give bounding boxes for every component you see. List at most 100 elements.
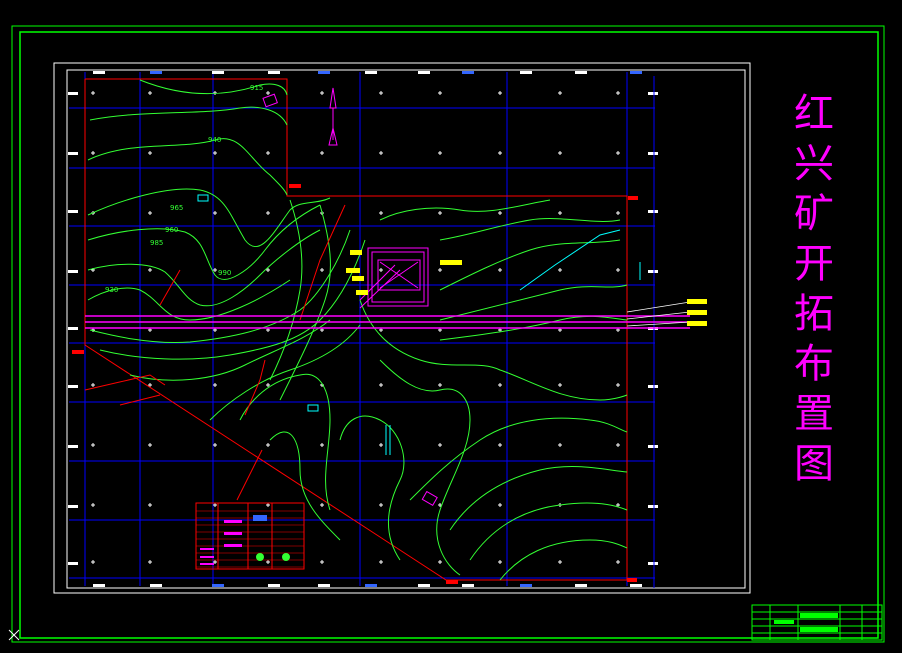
title-char: 兴 [794, 141, 834, 187]
grid-cross [379, 268, 383, 272]
frame-tick [212, 71, 224, 74]
frame-tick [418, 584, 430, 587]
frame-tick [648, 210, 658, 213]
grid-cross [320, 503, 324, 507]
frame-tick [150, 584, 162, 587]
frame-ticks [68, 71, 658, 587]
grid-cross [558, 268, 562, 272]
grid-cross [148, 91, 152, 95]
contour-label: 990 [218, 269, 231, 277]
grid-cross [148, 151, 152, 155]
north-arrow-icon [328, 87, 338, 146]
frame-tick [68, 92, 78, 95]
grid-cross [213, 560, 217, 564]
frame-tick [318, 584, 330, 587]
grid-cross [213, 211, 217, 215]
grid-cross [379, 560, 383, 564]
grid-cross [379, 151, 383, 155]
title-block [751, 604, 883, 641]
grid-crosses [91, 91, 620, 564]
frame-tick [648, 385, 658, 388]
contour-lines [87, 79, 628, 581]
contour-label: 940 [208, 136, 221, 144]
frame-tick [68, 385, 78, 388]
grid-cross [438, 560, 442, 564]
contour-label: 960 [165, 226, 178, 234]
contour-label: 915 [250, 84, 263, 92]
frame-tick [648, 270, 658, 273]
map-frame-inner [66, 69, 746, 589]
grid-cross [498, 151, 502, 155]
grid-cross [266, 91, 270, 95]
grid-cross [616, 560, 620, 564]
grid-cross [213, 443, 217, 447]
map-frame-outer [53, 62, 751, 594]
grid-cross [148, 503, 152, 507]
grid-cross [320, 268, 324, 272]
shaft-area [359, 247, 429, 309]
grid-cross [498, 91, 502, 95]
inner-frame [19, 31, 879, 639]
frame-tick [648, 152, 658, 155]
title-char: 图 [794, 441, 834, 487]
mine-boundary [84, 78, 628, 581]
contour-label: 985 [150, 239, 163, 247]
grid-cross [213, 151, 217, 155]
title-char: 拓 [794, 291, 834, 337]
frame-tick [648, 505, 658, 508]
frame-tick [365, 584, 377, 587]
frame-tick [575, 584, 587, 587]
frame-tick [648, 92, 658, 95]
grid-cross [320, 91, 324, 95]
grid-cross [91, 383, 95, 387]
grid-cross [213, 503, 217, 507]
frame-tick [68, 152, 78, 155]
grid-cross [558, 211, 562, 215]
grid-cross [438, 383, 442, 387]
frame-tick [68, 210, 78, 213]
grid-cross [616, 503, 620, 507]
grid-cross [616, 151, 620, 155]
grid-cross [148, 211, 152, 215]
frame-tick [68, 270, 78, 273]
grid-cross [148, 443, 152, 447]
frame-tick [93, 71, 105, 74]
grid-cross [558, 151, 562, 155]
tunnel-centerlines [626, 301, 691, 327]
title-char: 布 [794, 341, 834, 387]
markers [262, 93, 438, 507]
frame-tick [575, 71, 587, 74]
grid-cross [91, 91, 95, 95]
grid-cross [498, 503, 502, 507]
grid-cross [498, 560, 502, 564]
contour-label: 930 [105, 286, 118, 294]
grid-cross [498, 211, 502, 215]
grid-cross [379, 503, 383, 507]
grid-cross [379, 211, 383, 215]
grid-cross [91, 443, 95, 447]
frame-tick [68, 562, 78, 565]
grid-cross [558, 91, 562, 95]
cyan-symbols [197, 194, 641, 455]
grid-cross [266, 211, 270, 215]
grid-cross [213, 268, 217, 272]
red-markers [72, 184, 638, 584]
frame-tick [93, 584, 105, 587]
grid-cross [379, 443, 383, 447]
frame-tick [212, 584, 224, 587]
frame-tick [365, 71, 377, 74]
grid-cross [498, 383, 502, 387]
frame-tick [150, 71, 162, 74]
grid-cross [438, 151, 442, 155]
grid-cross [266, 151, 270, 155]
grid-cross [266, 443, 270, 447]
grid-cross [379, 91, 383, 95]
grid-cross [91, 560, 95, 564]
grid-cross [266, 560, 270, 564]
frame-tick [462, 584, 474, 587]
title-char: 开 [794, 241, 834, 287]
grid-cross [616, 443, 620, 447]
contour-label: 965 [170, 204, 183, 212]
frame-tick [418, 71, 430, 74]
